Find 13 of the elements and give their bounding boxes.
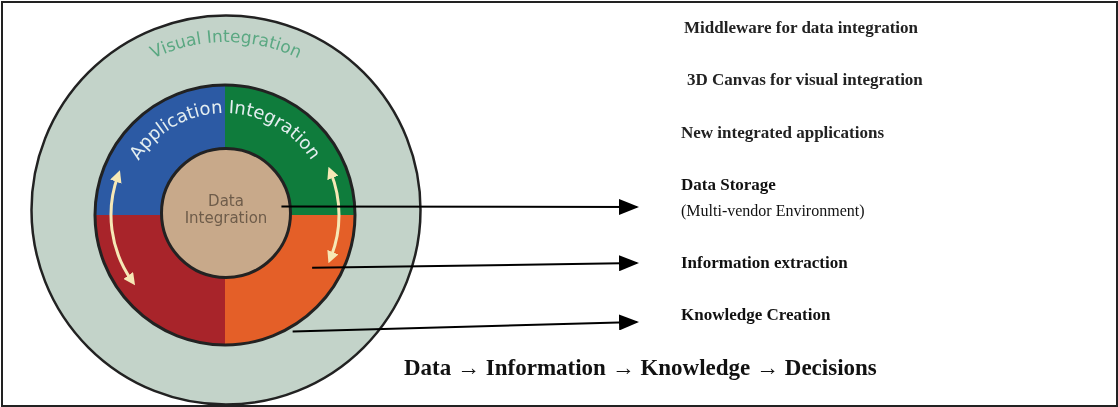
core-label: Data Integration	[183, 193, 269, 227]
subtitle-text: (Multi-vendor Environment)	[681, 201, 865, 221]
feature-label: 3D Canvas for visual integration	[687, 70, 923, 90]
feature-label: Middleware for data integration	[684, 18, 919, 38]
flow-caption: Data → Information → Knowledge → Decisions	[404, 354, 877, 382]
arrow	[311, 255, 639, 272]
output-label: Information extraction	[681, 252, 848, 273]
arrow	[280, 198, 639, 215]
output-label: Data Storage	[681, 174, 777, 195]
arrow	[291, 314, 639, 333]
feature-label: New integrated applications	[681, 123, 885, 143]
curved-label: Visual Integration	[146, 25, 306, 63]
output-label: Knowledge Creation	[681, 304, 831, 325]
